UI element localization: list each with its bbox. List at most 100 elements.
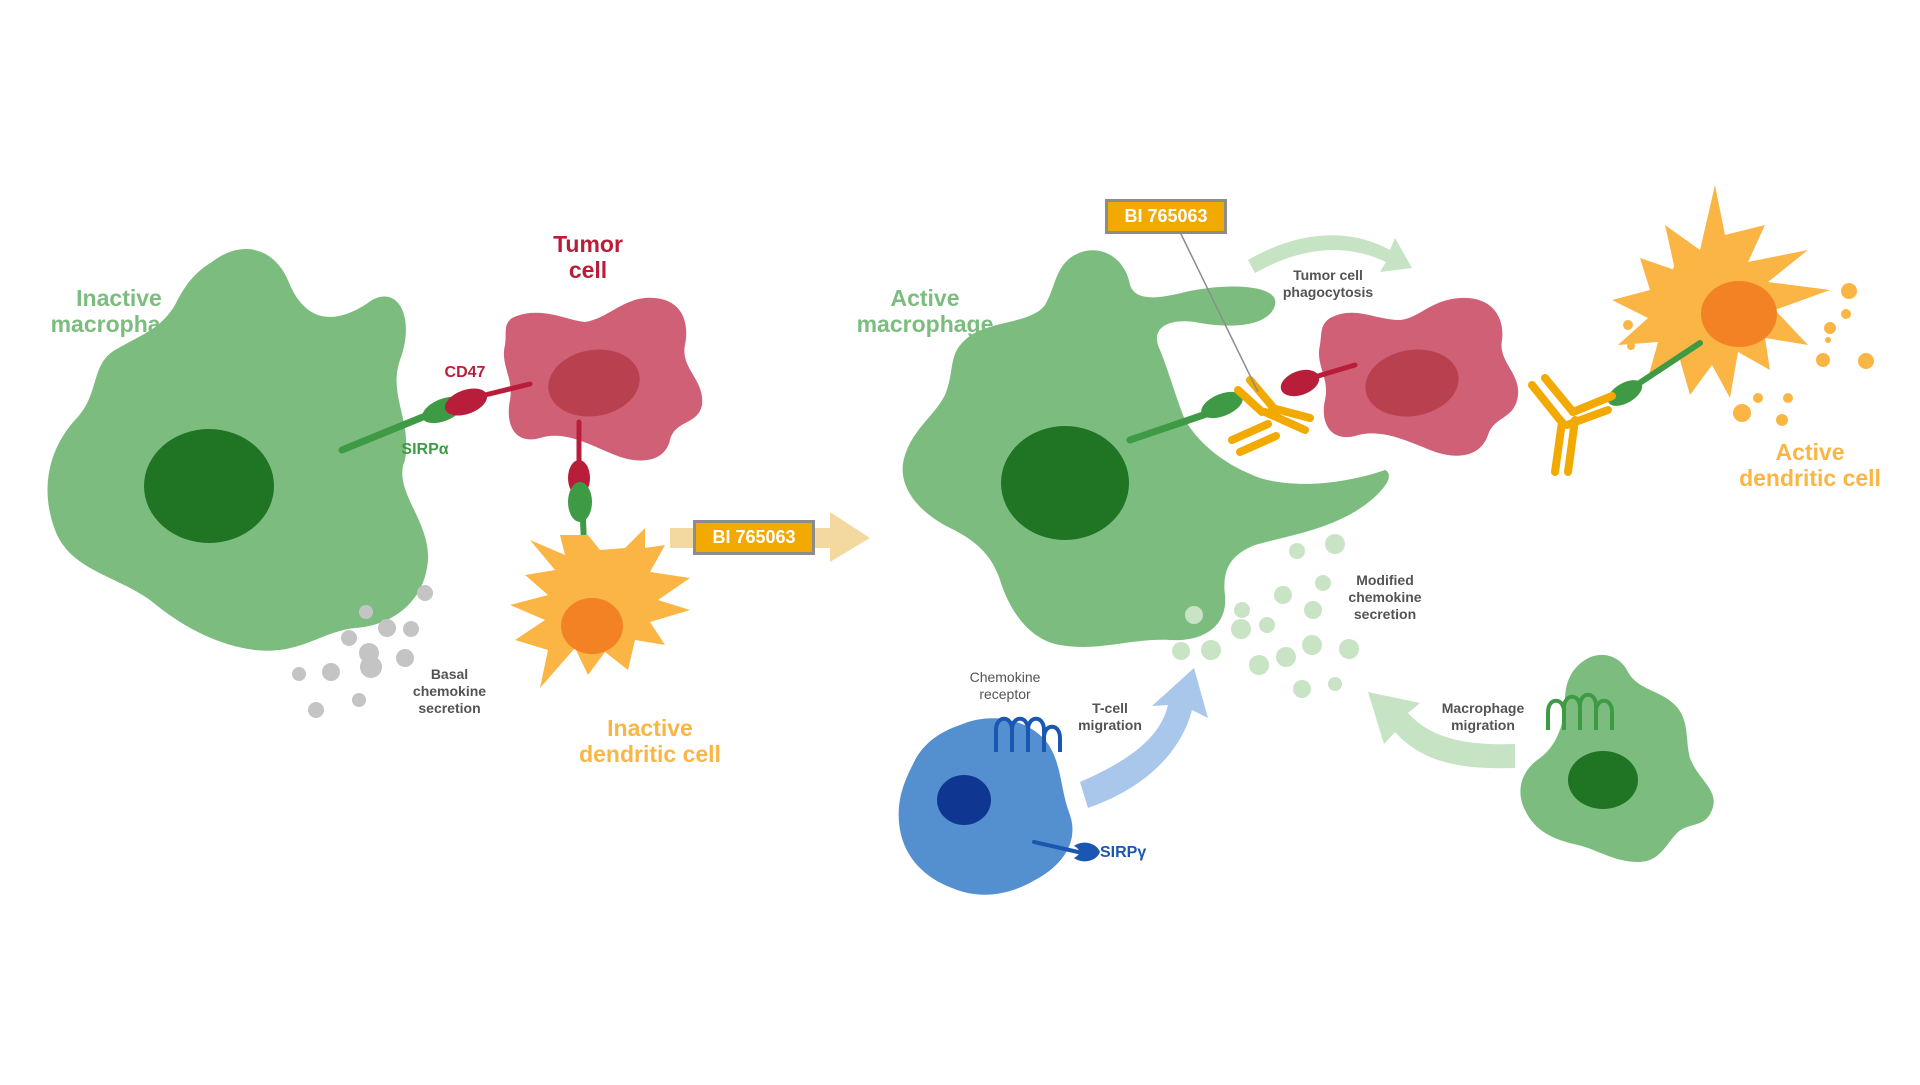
dendritic-granule-dot [1673, 263, 1687, 277]
modified-chemokine-dot [1234, 602, 1250, 618]
modified-chemokine-dot [1231, 619, 1251, 639]
modified-chemokine-dots [1172, 534, 1359, 698]
modified-chemokine-dot [1302, 635, 1322, 655]
chemokine-receptor-label: Chemokine receptor [955, 669, 1055, 703]
tumor-nucleus-right [1365, 349, 1459, 417]
label-line: T-cell [1092, 700, 1128, 716]
modified-chemokine-dot [1185, 606, 1203, 624]
dendritic-granule-dot [1825, 337, 1831, 343]
right-panel [898, 185, 1874, 895]
inactive-dendritic-nucleus [561, 598, 623, 654]
active-dendritic-label: Active dendritic cell [1725, 439, 1895, 492]
dendritic-granule-dot [1627, 342, 1635, 350]
dendritic-granule-dot [1658, 277, 1670, 289]
label-line: Inactive [76, 285, 162, 311]
active-dendritic-granules [1623, 263, 1874, 426]
label-line: chemokine [412, 682, 487, 699]
label-line: Chemokine [969, 669, 1041, 685]
basal-chemokine-dot [359, 605, 373, 619]
sirp-gamma-head [1074, 842, 1100, 862]
modified-chemokine-dot [1276, 647, 1296, 667]
label-line: receptor [979, 685, 1031, 702]
basal-chemokine-dot [308, 702, 324, 718]
chemokine-receptor-icon-macrophage [1546, 692, 1614, 730]
sirp-alpha-label: SIRPα [401, 441, 449, 458]
modified-chemokine-dot [1328, 677, 1342, 691]
label-line: dendritic cell [1739, 464, 1881, 491]
modified-chemokine-dot [1289, 543, 1305, 559]
label-line: chemokine [1348, 588, 1422, 605]
tumor-nucleus-left [548, 349, 640, 417]
label-line: phagocytosis [1282, 283, 1374, 300]
modified-chemokine-dot [1274, 586, 1292, 604]
modified-chemokine-dot [1249, 655, 1269, 675]
label-line: Modified [1356, 572, 1414, 588]
modified-chemokine-dot [1339, 639, 1359, 659]
sirp-alpha-head-vertical [568, 482, 592, 522]
inactive-macrophage-label: Inactive macrophage [44, 285, 194, 338]
antibody-icon-dendritic [1528, 374, 1616, 476]
basal-chemokine-dot [322, 663, 340, 681]
cd47-label: CD47 [444, 364, 486, 381]
label-line: Active [890, 285, 960, 311]
phagocytosis-arrow [1248, 235, 1412, 273]
label-line: migration [1451, 716, 1515, 733]
dendritic-granule-dot [1841, 309, 1851, 319]
cd47-stalk-right [1315, 362, 1358, 379]
dendritic-granule-dot [1733, 404, 1751, 422]
basal-chemokine-dot [292, 667, 306, 681]
dendritic-granule-dot [1783, 393, 1793, 403]
phagocytosis-label: Tumor cell phagocytosis [1268, 267, 1388, 301]
tumor-cell-label: Tumor cell [538, 231, 638, 284]
sirp-alpha-stalk-dc [1629, 340, 1703, 391]
tcell-migration-arrow [1080, 668, 1208, 808]
dendritic-granule-dot [1841, 283, 1857, 299]
modified-chemokine-dot [1315, 575, 1331, 591]
dendritic-granule-dot [1753, 393, 1763, 403]
modified-chemokine-dot [1325, 534, 1345, 554]
drug-label-box-right: BI 765063 [1105, 199, 1227, 234]
label-line: secretion [418, 699, 481, 716]
sirp-alpha-head-dc [1607, 380, 1643, 406]
basal-chemokine-dot [403, 621, 419, 637]
inactive-macrophage-nucleus [144, 429, 274, 543]
label-line: secretion [1353, 605, 1417, 622]
sirp-alpha-head-right [1201, 391, 1243, 419]
migrating-macrophage-nucleus [1568, 751, 1638, 809]
modified-chemokine-dot [1304, 601, 1322, 619]
label-line: Active [1775, 439, 1845, 465]
label-line: migration [1078, 716, 1142, 733]
dendritic-granule-dot [1648, 295, 1658, 305]
dendritic-granule-dot [1623, 320, 1633, 330]
basal-chemokine-dots [292, 585, 433, 718]
macrophage-migration-label: Macrophage migration [1428, 700, 1538, 734]
label-line: macrophage [50, 310, 188, 337]
t-cell-nucleus [937, 775, 991, 825]
basal-chemokine-dot [417, 585, 433, 601]
dendritic-granule-dot [1776, 414, 1788, 426]
label-line: macrophage [856, 310, 994, 337]
label-line: Basal [430, 666, 469, 682]
cd47-head-right [1280, 369, 1320, 397]
label-line: Tumor [553, 231, 623, 257]
active-macrophage-label: Active macrophage [850, 285, 1000, 338]
basal-chemokine-dot [378, 619, 396, 637]
modified-chemokine-label: Modified chemokine secretion [1335, 572, 1435, 622]
label-line: cell [568, 256, 608, 283]
basal-chemokine-label: Basal chemokine secretion [402, 666, 497, 716]
label-line: Inactive [607, 715, 693, 741]
inactive-dendritic-label: Inactive dendritic cell [565, 715, 735, 768]
sirp-gamma-label: SIRPγ [1100, 844, 1147, 861]
label-line: Tumor cell [1293, 267, 1363, 283]
modified-chemokine-dot [1293, 680, 1311, 698]
tcell-migration-label: T-cell migration [1065, 700, 1155, 734]
macrophage-migration-arrow [1368, 692, 1515, 769]
active-dendritic-nucleus [1701, 281, 1777, 347]
modified-chemokine-dot [1201, 640, 1221, 660]
drug-label-box-left: BI 765063 [693, 520, 815, 555]
basal-chemokine-dot [352, 693, 366, 707]
chemokine-receptor-icon-tcell [994, 716, 1062, 752]
cd47-stalk [482, 381, 533, 398]
basal-chemokine-dot [341, 630, 357, 646]
